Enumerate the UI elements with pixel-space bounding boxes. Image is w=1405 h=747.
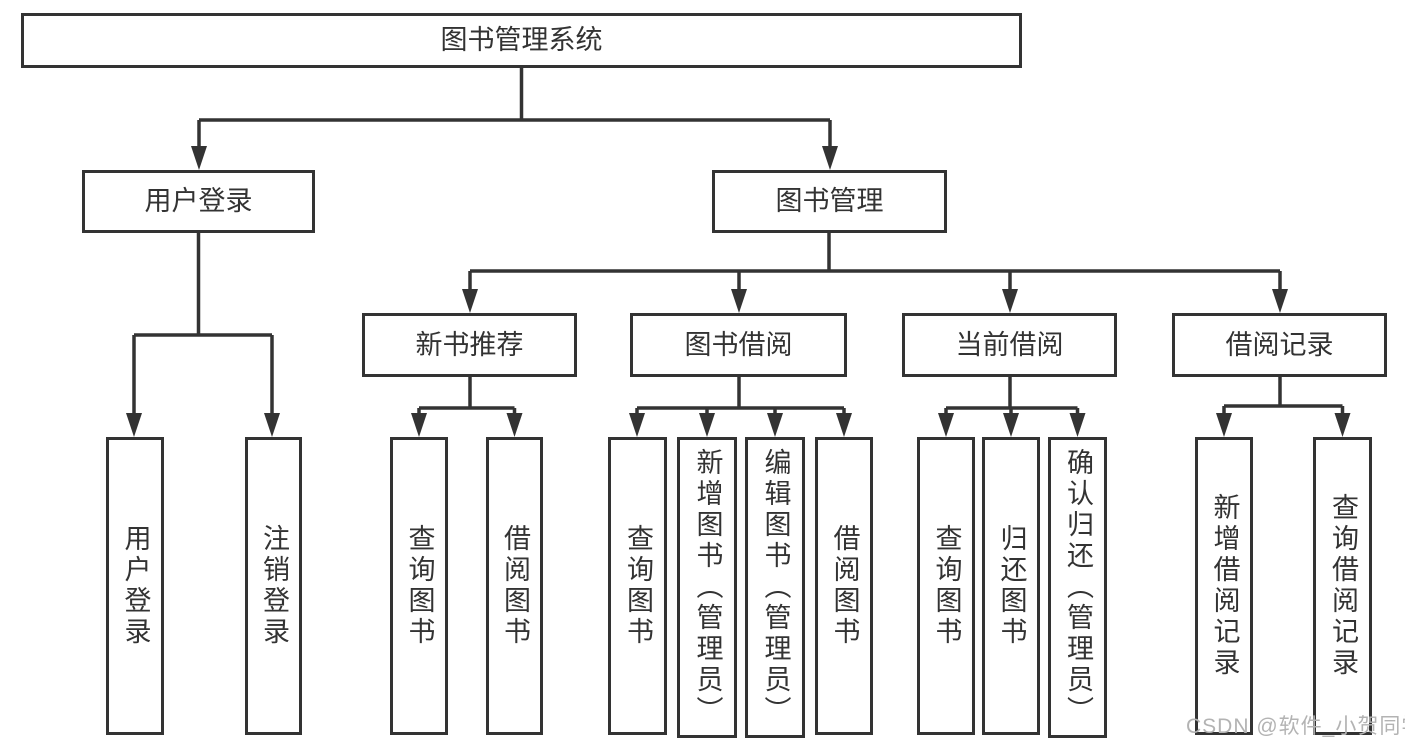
arrowhead-down (1069, 413, 1086, 437)
node-label: 注销登录 (259, 524, 289, 648)
arrowhead-down (1334, 413, 1351, 437)
node-label: 新增借阅记录 (1209, 493, 1240, 679)
node-label: 查询图书 (623, 524, 653, 648)
node-label: 归还图书 (996, 524, 1027, 648)
node-label: 借阅图书 (500, 524, 530, 648)
node-label: 查询借阅记录 (1328, 493, 1358, 679)
node-label: 借阅记录 (1225, 329, 1334, 360)
node-label: 查询图书 (404, 524, 435, 648)
connector-current-borrowing-children (944, 377, 1080, 417)
node-logout: 注销登录 (245, 437, 302, 735)
arrowhead-down (699, 413, 715, 437)
node-user-login: 用户登录 (82, 170, 315, 233)
node-new-book-recommendation: 新书推荐 (362, 313, 577, 377)
node-query-books-recommendation: 查询图书 (390, 437, 448, 735)
node-user-login-leaf: 用户登录 (106, 437, 164, 735)
node-label: 图书管理 (775, 186, 884, 216)
arrowhead-down (264, 413, 280, 437)
connector-book-borrowing-children (635, 377, 846, 417)
arrowhead-down (462, 289, 478, 313)
node-borrowing-records: 借阅记录 (1172, 313, 1387, 377)
node-current-borrowing: 当前借阅 (902, 313, 1117, 377)
node-library-management-system: 图书管理系统 (21, 13, 1022, 68)
connector-borrowing-records-children (1222, 377, 1345, 417)
node-query-books-borrowing: 查询图书 (608, 437, 667, 735)
arrowhead-down (767, 413, 783, 437)
arrowhead-down (126, 413, 142, 437)
node-label: 新书推荐 (415, 329, 524, 360)
node-book-management: 图书管理 (712, 170, 947, 233)
arrowhead-down (836, 413, 852, 437)
node-label: 用户登录 (144, 186, 253, 216)
node-return-books: 归还图书 (982, 437, 1040, 735)
node-query-borrow-record: 查询借阅记录 (1313, 437, 1372, 735)
connector-root-to-level2 (197, 68, 832, 150)
connector-user-login-children (132, 233, 274, 417)
node-add-books-admin: 新增图书（管理员） (677, 437, 737, 738)
arrowhead-down (191, 146, 207, 170)
arrowhead-down (1003, 413, 1019, 437)
node-label: 当前借阅 (955, 329, 1064, 360)
node-label: 借阅图书 (829, 524, 860, 648)
node-label: 查询图书 (931, 524, 962, 648)
node-borrow-books-borrowing: 借阅图书 (815, 437, 873, 735)
arrowhead-down (506, 413, 523, 437)
csdn-watermark: CSDN @软件_小贺同学 (1186, 715, 1405, 738)
node-label: 图书借阅 (684, 329, 793, 360)
node-confirm-return-admin: 确认归还（管理员） (1048, 437, 1107, 738)
arrowhead-down (629, 413, 645, 437)
node-label: 确认归还（管理员） (1063, 448, 1093, 727)
node-label: 用户登录 (120, 524, 151, 648)
connector-new-book-recommendation-children (417, 377, 517, 417)
node-query-books-current: 查询图书 (917, 437, 975, 735)
node-edit-books-admin: 编辑图书（管理员） (745, 437, 805, 738)
node-book-borrowing: 图书借阅 (630, 313, 847, 377)
node-label: 图书管理系统 (440, 25, 603, 55)
node-add-borrow-record: 新增借阅记录 (1195, 437, 1253, 735)
arrowhead-down (938, 413, 954, 437)
node-borrow-books-recommendation: 借阅图书 (486, 437, 543, 735)
arrowhead-down (1272, 289, 1288, 313)
connector-book-management-children (468, 233, 1282, 293)
arrowhead-down (411, 413, 427, 437)
node-label: 新增图书（管理员） (692, 448, 723, 727)
node-label: 编辑图书（管理员） (760, 448, 791, 727)
arrowhead-down (1216, 413, 1232, 437)
arrowhead-down (731, 289, 747, 313)
arrowhead-down (1002, 289, 1018, 313)
arrowhead-down (822, 146, 838, 170)
